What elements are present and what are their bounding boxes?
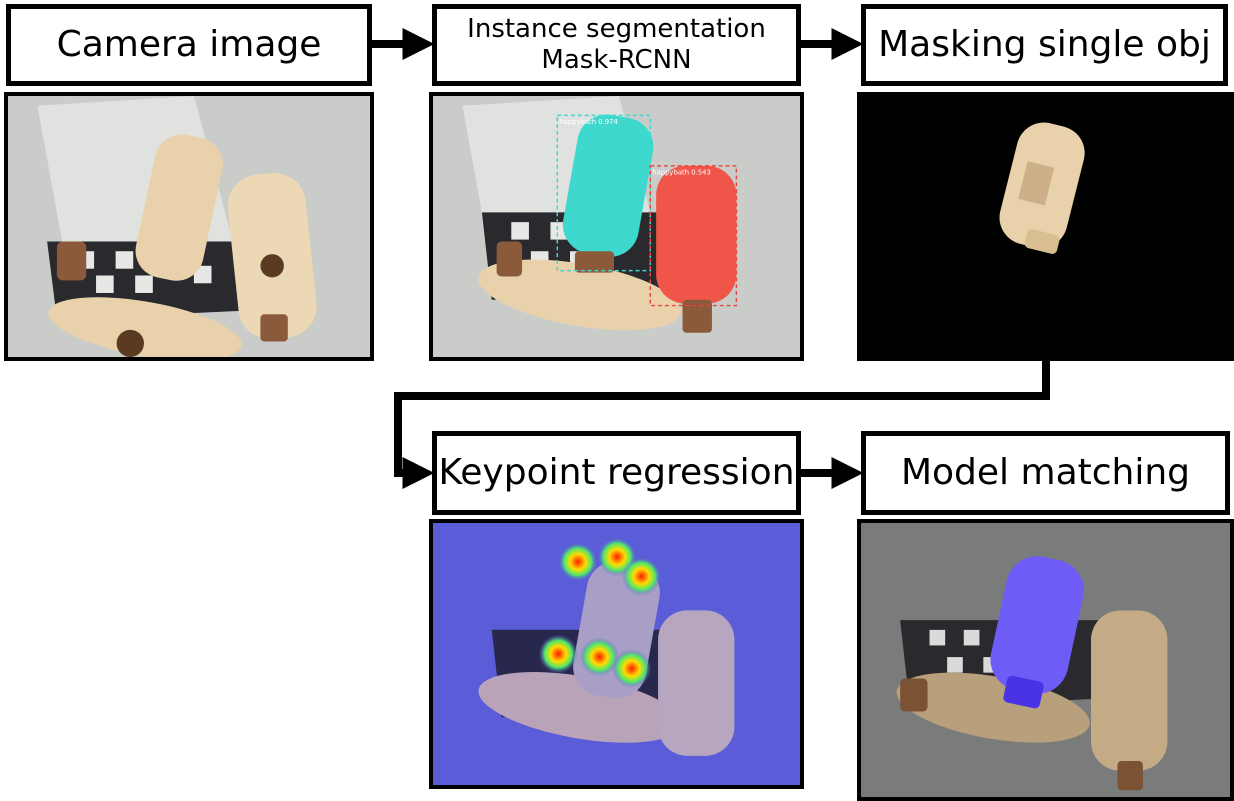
model-matching-panel	[857, 519, 1234, 801]
keypoint-heatmap-panel	[429, 519, 804, 789]
arrow-masking-to-keypoint	[394, 361, 1050, 489]
segmentation-panel: happybath 0.974 happybath 0.543	[429, 92, 804, 361]
step-model-matching-label: Model matching	[900, 452, 1191, 494]
camera-image-panel	[4, 92, 374, 361]
detection-label-2: happybath 0.543	[652, 169, 711, 177]
step-model-matching: Model matching	[861, 431, 1230, 515]
step-camera-image-label: Camera image	[56, 24, 322, 66]
step-keypoint-label: Keypoint regression	[438, 452, 795, 494]
step-masking: Masking single obj	[861, 4, 1228, 86]
step-segmentation-line1: Instance segmentation	[467, 13, 766, 44]
masked-object-panel	[857, 92, 1234, 361]
detection-label-1: happybath 0.974	[559, 118, 618, 126]
step-keypoint-regression: Keypoint regression	[432, 431, 801, 515]
step-masking-label: Masking single obj	[878, 24, 1211, 66]
step-instance-segmentation: Instance segmentation Mask-RCNN	[432, 4, 801, 86]
step-camera-image: Camera image	[6, 4, 372, 86]
step-segmentation-line2: Mask-RCNN	[541, 45, 692, 75]
